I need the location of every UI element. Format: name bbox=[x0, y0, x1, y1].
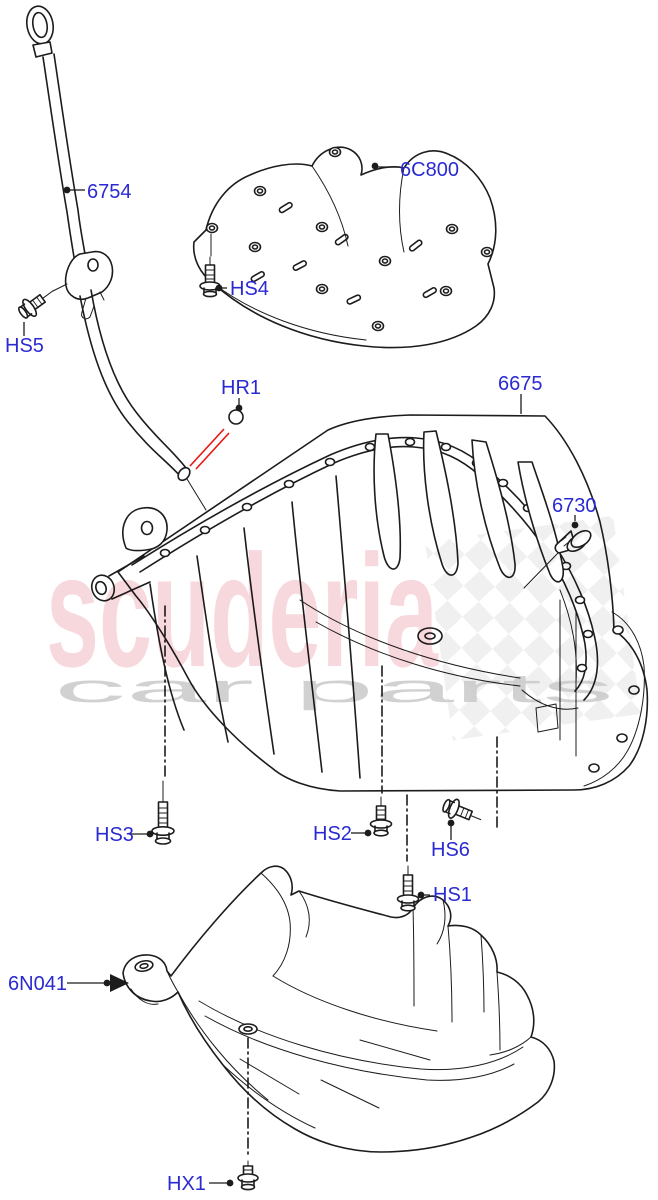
callout-6n041: 6N041 bbox=[8, 973, 129, 995]
callout-hs3: HS3 bbox=[95, 824, 154, 846]
dipstick-drawing bbox=[25, 5, 238, 550]
part-label-hs4: HS4 bbox=[230, 278, 269, 300]
bolt-hs4-drawing bbox=[199, 233, 221, 298]
callout-6c800: 6C800 bbox=[371, 159, 459, 181]
watermark: scuderia car parts bbox=[46, 515, 641, 741]
callouts: 6754 6C800 HS4 HS5 HR1 6675 6730 HS3 bbox=[5, 159, 597, 1195]
lower-pan-drawing bbox=[122, 865, 556, 1153]
checkered-flag-motif bbox=[425, 515, 641, 741]
part-label-hr1: HR1 bbox=[221, 377, 261, 399]
o-ring-drawing bbox=[228, 409, 244, 425]
part-label-hs1: HS1 bbox=[433, 884, 472, 906]
watermark-brand-text: scuderia bbox=[46, 521, 439, 700]
pan-left-bracket bbox=[90, 506, 168, 602]
red-marker-lines bbox=[189, 428, 230, 470]
pan-wall-ridges bbox=[149, 475, 361, 779]
windage-tray-drawing bbox=[192, 146, 497, 349]
callout-hs4: HS4 bbox=[215, 278, 269, 300]
part-label-hx1: HX1 bbox=[167, 1173, 206, 1195]
callout-hs5: HS5 bbox=[5, 322, 44, 357]
part-label-hs2: HS2 bbox=[313, 823, 352, 845]
tray-slots bbox=[250, 201, 437, 305]
bolt-hs2-drawing bbox=[369, 796, 393, 837]
part-label-6n041: 6N041 bbox=[8, 973, 67, 995]
callout-6754: 6754 bbox=[63, 181, 132, 203]
callout-hs6: HS6 bbox=[431, 819, 470, 861]
arrowhead bbox=[110, 974, 129, 992]
callout-6675: 6675 bbox=[498, 373, 543, 414]
part-label-hs6: HS6 bbox=[431, 839, 470, 861]
bolt-hs3-drawing bbox=[151, 780, 175, 845]
part-label-6754: 6754 bbox=[87, 181, 132, 203]
bolt-hs6-drawing bbox=[442, 798, 482, 821]
callout-hx1: HX1 bbox=[167, 1173, 234, 1195]
part-label-6730: 6730 bbox=[552, 495, 597, 517]
callout-hr1: HR1 bbox=[221, 377, 261, 412]
bolt-hx1-drawing bbox=[237, 1160, 259, 1191]
part-label-6c800: 6C800 bbox=[400, 159, 459, 181]
callout-hs2: HS2 bbox=[313, 823, 372, 845]
part-label-hs3: HS3 bbox=[95, 824, 134, 846]
callout-hs1: HS1 bbox=[417, 884, 472, 906]
bolt-hs1-drawing bbox=[396, 865, 420, 912]
watermark-tagline-text: car parts bbox=[54, 667, 614, 711]
bolt-hs5-drawing bbox=[17, 283, 68, 319]
part-label-6675: 6675 bbox=[498, 373, 543, 395]
part-label-hs5: HS5 bbox=[5, 335, 44, 357]
tray-bolt-holes bbox=[205, 146, 494, 332]
projection-lines bbox=[164, 605, 498, 1159]
callout-6730: 6730 bbox=[552, 495, 597, 529]
